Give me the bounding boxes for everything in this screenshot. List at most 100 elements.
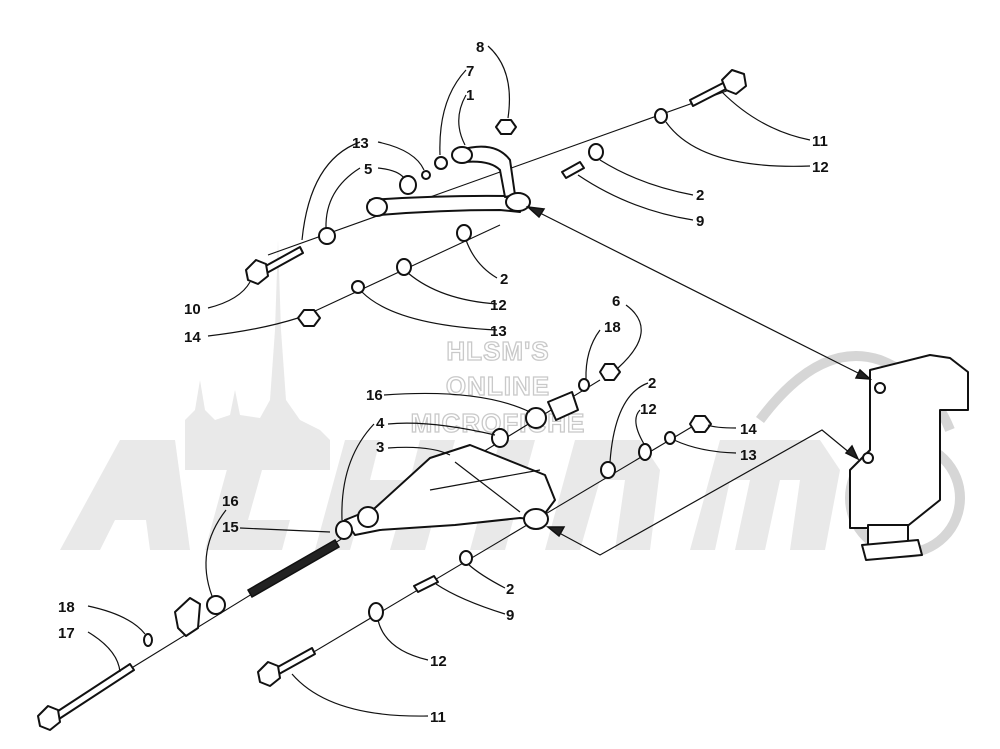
assembly-arrows	[525, 205, 873, 556]
upper-pin-9	[561, 161, 585, 179]
shock-lower-eye	[861, 539, 923, 561]
upper-a-arm-rear-leg	[459, 145, 516, 198]
logo-watermark	[60, 440, 840, 550]
lower-a-arm-crossbar	[429, 469, 541, 491]
leader-13c	[673, 439, 737, 454]
upper-washer-13-small	[421, 170, 431, 180]
leader-13a	[377, 141, 425, 171]
lower-a-arm-assembly	[37, 363, 712, 731]
lower-bushing-16-upper	[525, 407, 547, 429]
leader-12b	[407, 272, 498, 305]
callout-14: 14	[184, 329, 201, 346]
watermark-line-2: ONLINE	[446, 371, 550, 401]
upper-arm-bushing-rear	[451, 146, 473, 164]
leader-3	[387, 446, 451, 456]
leader-13b	[361, 291, 498, 331]
upper-nut-14	[297, 309, 321, 327]
upper-sleeve-left	[318, 227, 336, 245]
callout-10: 10	[184, 301, 201, 318]
lower-washer-12	[368, 602, 384, 622]
upper-bushing-2-right	[588, 143, 604, 161]
lower-arrowhead-left	[545, 526, 566, 538]
leader-14a	[207, 317, 299, 337]
lower-washer-12-right	[638, 443, 652, 461]
shock-mount-bracket	[849, 354, 969, 529]
leader-4-down	[341, 423, 375, 521]
callout-12: 12	[812, 159, 829, 176]
callout-2: 2	[696, 187, 704, 204]
shock-upper-hole	[874, 382, 886, 394]
lower-mount-plate	[174, 597, 201, 637]
leader-lines	[87, 45, 811, 717]
lower-a-arm-rib	[454, 461, 521, 513]
callout-1: 1	[466, 87, 474, 104]
callout-11-lower: 11	[430, 709, 446, 726]
callout-7: 7	[466, 63, 474, 80]
callout-14-lower-right: 14	[740, 421, 757, 438]
callout-18-lower: 18	[58, 599, 75, 616]
lower-bushing-16	[206, 595, 226, 615]
lower-mount-tab	[547, 391, 579, 421]
leader-16b	[205, 509, 227, 597]
leader-6	[617, 304, 642, 369]
upper-bushing-2	[456, 224, 472, 242]
lower-bolt-11	[275, 647, 316, 675]
leader-12c	[635, 409, 645, 445]
lower-arm-to-shock-arrow	[549, 429, 857, 556]
upper-bolt-11	[689, 81, 729, 107]
upper-bolt-10	[261, 246, 304, 275]
lower-shaft-15	[246, 538, 341, 599]
leader-10	[207, 281, 251, 309]
leader-18b	[87, 605, 146, 635]
lower-pin-9	[413, 575, 439, 593]
lower-bushing-2-right	[600, 461, 616, 479]
callout-16-lower: 16	[222, 493, 239, 510]
leader-8	[487, 45, 511, 119]
callout-6: 6	[612, 293, 620, 310]
callout-18: 18	[604, 319, 621, 336]
lower-sleeve-4	[335, 520, 353, 540]
callout-2-lower: 2	[506, 581, 514, 598]
upper-washer-7	[434, 156, 448, 170]
lower-arm-bushing-front	[523, 508, 549, 530]
callout-labels: 8 7 1 13 5 11 12 2 9 10 2 12 13 14 6 18 …	[58, 39, 829, 726]
lower-bolt-11-head	[257, 661, 281, 687]
lower-washer-13-right	[664, 431, 676, 445]
shock-absorber-assembly	[849, 354, 969, 561]
upper-arm-bushing-front	[505, 192, 531, 212]
lower-bushing-4-upper	[491, 428, 509, 448]
leader-2a	[599, 159, 694, 196]
leader-2b	[465, 239, 498, 279]
leader-12d	[377, 619, 429, 661]
lower-washer-18-upper	[578, 378, 590, 392]
skyline-watermark	[185, 240, 330, 470]
lower-arrowhead-right	[844, 444, 860, 461]
watermark-line-3: MICROFICHE	[411, 408, 586, 438]
upper-arm-to-shock-arrow	[529, 207, 869, 379]
leader-17	[87, 631, 121, 673]
callout-13: 13	[352, 135, 369, 152]
leader-16a	[383, 392, 531, 413]
upper-washer-13	[351, 280, 365, 294]
upper-bolt-11-head	[721, 69, 747, 95]
callout-9-lower: 9	[506, 607, 514, 624]
watermark-line-1: HLSM'S	[446, 336, 549, 366]
lower-washer-18	[143, 633, 153, 647]
lower-a-arm-frame	[344, 444, 556, 536]
upper-nut-8	[495, 119, 517, 135]
leader-11a	[721, 91, 811, 141]
callout-5: 5	[364, 161, 372, 178]
leader-1	[458, 94, 467, 146]
callout-12-lower-right: 12	[640, 401, 657, 418]
lower-arm-bushing-rear	[357, 506, 379, 528]
callout-13-upper-rear: 13	[490, 323, 507, 340]
leader-15	[239, 527, 331, 533]
callout-4: 4	[376, 415, 385, 432]
leader-5	[325, 167, 361, 229]
upper-bolt-10-head	[245, 259, 269, 285]
leader-7	[439, 69, 467, 156]
callout-3: 3	[376, 439, 384, 456]
lower-bushing-2-lower	[459, 550, 473, 566]
upper-washer-12	[396, 258, 412, 276]
